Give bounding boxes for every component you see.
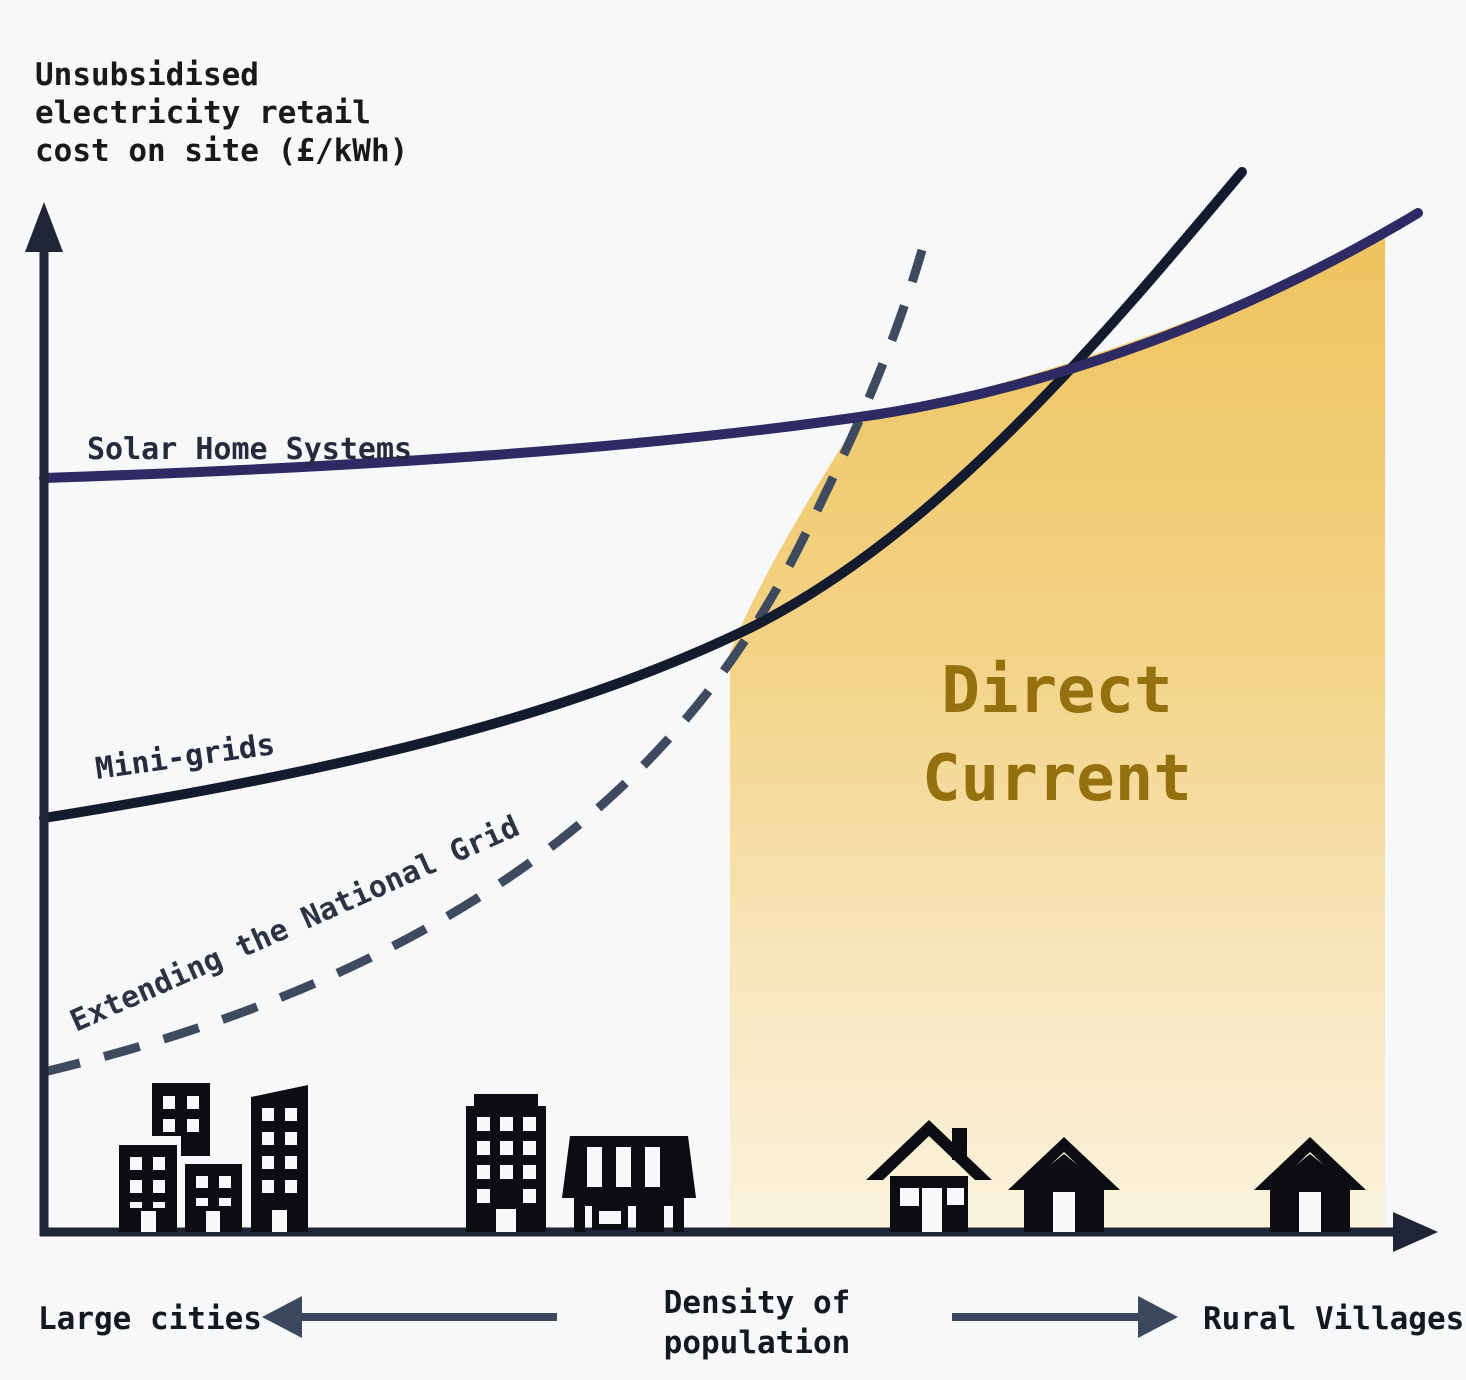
- office-building-icon: [466, 1094, 546, 1232]
- solar-home-systems-label: Solar Home Systems: [87, 432, 412, 467]
- large-cities-label: Large cities: [38, 1301, 262, 1337]
- house-icon: [1008, 1137, 1120, 1232]
- direct-current-label-line2: Current: [922, 742, 1192, 816]
- right-direction-arrow-icon: [952, 1296, 1178, 1338]
- left-direction-arrow-icon: [262, 1296, 557, 1338]
- x-axis-arrowhead-icon: [1393, 1212, 1438, 1252]
- y-axis-label-line1: Unsubsidised: [35, 57, 259, 93]
- x-axis-label: Density of population: [664, 1285, 851, 1361]
- y-axis-label: Unsubsidised electricity retail cost on …: [35, 57, 408, 169]
- direct-current-label: Direct Current: [922, 654, 1192, 816]
- shop-icon: [562, 1136, 696, 1232]
- city-buildings-icon: [119, 1083, 308, 1232]
- x-axis-label-line1: Density of: [664, 1285, 851, 1321]
- national-grid-line: [42, 248, 927, 1077]
- house-with-chimney-icon: [866, 1120, 992, 1232]
- solar-home-systems-line: [39, 208, 1423, 483]
- mini-grids-line: [39, 167, 1247, 823]
- y-axis-arrowhead-icon: [25, 202, 63, 252]
- house-icon: [1254, 1137, 1366, 1232]
- x-axis-label-line2: population: [664, 1325, 851, 1361]
- national-grid-label: Extending the National Grid: [65, 809, 525, 1039]
- direct-current-label-line1: Direct: [941, 654, 1172, 728]
- y-axis-label-line3: cost on site (£/kWh): [35, 133, 408, 169]
- rural-villages-label: Rural Villages: [1203, 1301, 1464, 1337]
- y-axis-label-line2: electricity retail: [35, 95, 371, 131]
- direct-current-region: [730, 236, 1385, 1232]
